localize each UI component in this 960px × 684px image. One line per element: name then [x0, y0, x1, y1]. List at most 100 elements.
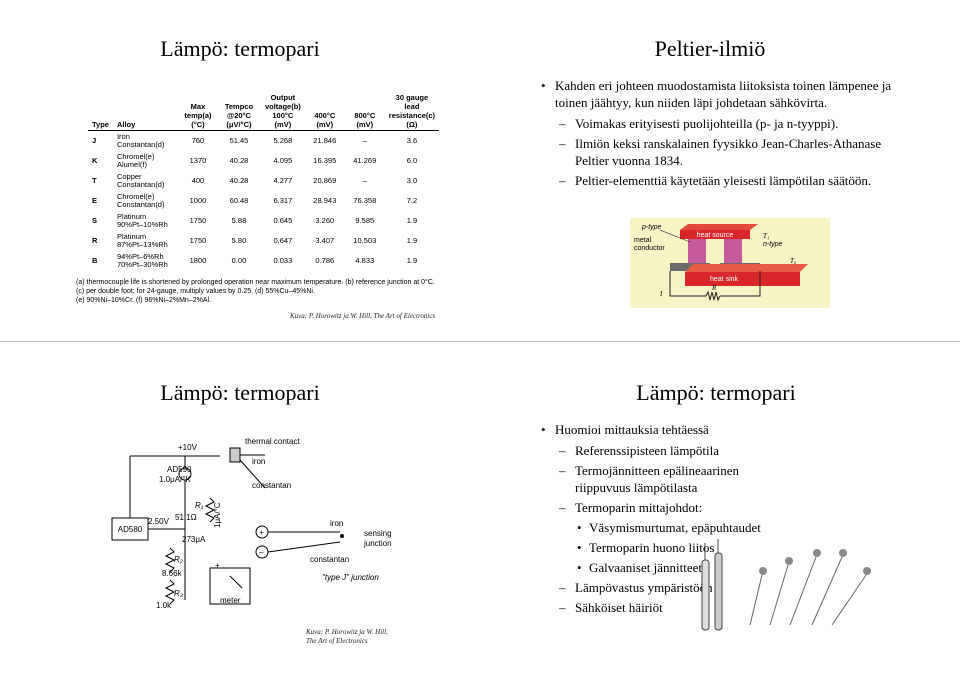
- ua-per-c-label: 1μA/°C: [213, 502, 222, 528]
- table-header: Output voltage(b) 100°C (mV): [260, 92, 305, 131]
- type-cell: B: [92, 256, 98, 265]
- table-cell: 1370: [189, 156, 207, 165]
- slide-title: Lämpö: termopari: [636, 380, 796, 405]
- image-caption: Kuva: P. Horowitz ja W. Hill, The Art of…: [290, 312, 436, 320]
- image-caption: Kuva: P. Horowitz ja W. Hill, The Art of…: [306, 628, 388, 646]
- table-cell: 1.9: [406, 256, 418, 265]
- table-cell: –: [362, 176, 367, 185]
- sub-sub-bullet-item: Väsymismurtumat, epäpuhtaudet: [577, 519, 841, 536]
- heat-source-label: heat source: [697, 232, 734, 239]
- thermocouple-table: Type Alloy Max temp(a) (°C) Tempco @20°C…: [88, 92, 440, 271]
- type-cell: T: [92, 176, 97, 185]
- table-cell: 5.268: [273, 136, 293, 145]
- table-header: 400°C (mV): [304, 92, 345, 131]
- table-cell: 3.6: [406, 136, 418, 145]
- table-cell: 1.9: [406, 236, 418, 245]
- slide-title: Peltier-ilmiö: [654, 36, 766, 61]
- junction-label: junction: [363, 539, 392, 548]
- table-cell: 0.647: [273, 236, 293, 245]
- alloy-cell: Platinum 87%Pt–13%Rh: [116, 232, 168, 249]
- sub-bullet-item: Referenssipisteen lämpötila: [557, 442, 841, 459]
- table-cell: 40.28: [229, 176, 249, 185]
- table-cell: 21.846: [313, 136, 337, 145]
- metal-label: metal: [634, 237, 652, 244]
- table-cell: 7.2: [406, 196, 418, 205]
- table-cell: 51.45: [229, 136, 249, 145]
- table-cell: 5.80: [231, 236, 247, 245]
- table-header: 800°C (mV): [344, 92, 385, 131]
- alloy-cell: Chromel(e) Constantan(d): [116, 192, 165, 209]
- slide-separator-horizontal: [0, 341, 960, 342]
- meter-label: meter: [220, 596, 241, 605]
- table-cell: 40.28: [229, 156, 249, 165]
- ad590-label: AD590: [167, 465, 192, 474]
- type-cell: J: [92, 136, 97, 145]
- sub-bullet-item: Lämpövastus ympäristöön: [557, 579, 841, 596]
- type-cell: R: [92, 236, 98, 245]
- caption-line: The Art of Electronics: [306, 637, 368, 645]
- alloy-cell: Platinum 90%Pt–10%Rh: [116, 212, 168, 229]
- table-cell: 0.00: [231, 256, 247, 265]
- table-header-row: Type Alloy Max temp(a) (°C) Tempco @20°C…: [88, 92, 440, 131]
- alloy-cell: Iron Constantan(d): [116, 132, 165, 149]
- r1-label: R₁: [195, 501, 204, 510]
- table-header: Alloy: [112, 92, 179, 131]
- type-cell: S: [92, 216, 98, 225]
- conductor-label: conductor: [634, 245, 665, 252]
- r3-label: R₃: [174, 589, 183, 598]
- table-cell: 28.943: [313, 196, 337, 205]
- t0-label: T₀: [790, 257, 797, 265]
- table-cell: 3.260: [315, 216, 335, 225]
- sub-sub-bullet-item: Termoparin huono liitos: [577, 539, 841, 556]
- constantan-bottom-label: constantan: [310, 555, 349, 564]
- r2-label: R₂: [174, 555, 183, 564]
- peltier-diagram: heat source heat sink R I p-type n-type …: [630, 218, 830, 308]
- current-label: I: [659, 290, 663, 298]
- p-type-label: p-type: [641, 224, 662, 231]
- sub-bullet-item: Sähköiset häiriöt: [557, 599, 841, 616]
- constantan-top-label: constantan: [252, 481, 291, 490]
- table-cell: 9.585: [355, 216, 375, 225]
- table-cell: 1750: [189, 236, 207, 245]
- slide-title: Lämpö: termopari: [160, 380, 320, 405]
- bullet-list: Huomioi mittauksia tehtäessä Referenssip…: [541, 421, 841, 619]
- plus-terminal: +: [259, 528, 264, 537]
- table-cell: 1.9: [406, 216, 418, 225]
- footnote: (e) 90%Ni–10%Cr. (f) 96%Ni–2%Mn–2%Al.: [76, 297, 211, 304]
- table-cell: –: [362, 136, 367, 145]
- table-footnotes: (a) thermocouple life is shortened by pr…: [76, 278, 436, 305]
- meter-plus: +: [215, 561, 220, 570]
- table-header: Type: [88, 92, 113, 131]
- resistor-label: R: [711, 284, 717, 292]
- sub-bullet-item: Ilmiön keksi ranskalainen fyysikko Jean-…: [557, 135, 901, 169]
- table-cell: 76.358: [353, 196, 377, 205]
- table-cell: 60.48: [229, 196, 249, 205]
- t1-label: T₁: [763, 232, 769, 240]
- table-header: Tempco @20°C (μV/°C): [216, 92, 261, 131]
- table-cell: 4.277: [273, 176, 293, 185]
- table-cell: 3.0: [406, 176, 418, 185]
- table-cell: 1800: [189, 256, 207, 265]
- table-cell: 1000: [189, 196, 207, 205]
- iron-right-label: iron: [330, 519, 343, 528]
- sub-bullet-item: Peltier-elementtiä käytetään yleisesti l…: [557, 172, 901, 189]
- table-cell: 6.317: [273, 196, 293, 205]
- table-cell: 0.033: [273, 256, 293, 265]
- alloy-cell: Copper Constantan(d): [116, 172, 165, 189]
- table-header: 30 gauge lead resistance(c) (Ω): [384, 92, 440, 131]
- sub-bullet-item: Voimakas erityisesti puolijohteilla (p- …: [557, 115, 901, 132]
- table-cell: 4.833: [355, 256, 375, 265]
- sensing-label: sensing: [364, 529, 392, 538]
- table-cell: 0.645: [273, 216, 293, 225]
- table-cell: 20.869: [313, 176, 337, 185]
- table-cell: 1750: [189, 216, 207, 225]
- i273-label: 273μA: [182, 535, 206, 544]
- table-cell: 10.503: [353, 236, 377, 245]
- slide-title: Lämpö: termopari: [160, 36, 320, 61]
- table-cell: 4.095: [273, 156, 293, 165]
